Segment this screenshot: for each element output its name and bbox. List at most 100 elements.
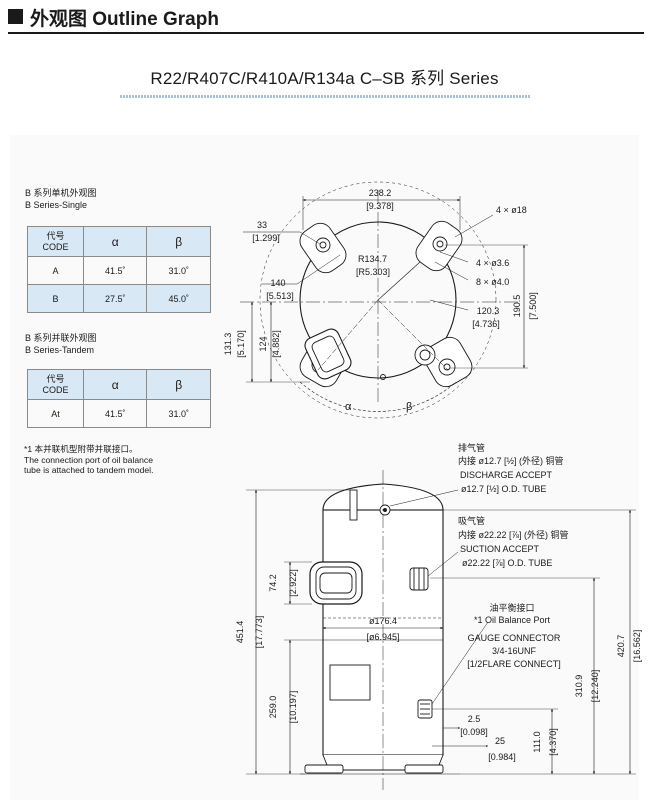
table-row: B 27.5˚ 45.0˚ xyxy=(27,284,211,313)
code-cell: B xyxy=(27,284,84,313)
alpha-cell: 41.5˚ xyxy=(82,399,148,428)
mounting-foot-top-right xyxy=(415,220,463,272)
single-caption-en: B Series-Single xyxy=(25,200,88,210)
base-feet xyxy=(300,764,460,775)
suction-label-cn: 吸气管 xyxy=(458,515,485,526)
tandem-caption-en: B Series-Tandem xyxy=(25,345,95,355)
note-line: The connection port of oil balance xyxy=(24,454,153,465)
dim-diameter-inch: [ø6.945] xyxy=(366,632,399,642)
dim-74: 74.2 xyxy=(268,574,278,592)
beta-cell: 31.0˚ xyxy=(146,256,211,285)
discharge-tube xyxy=(349,489,391,521)
dim-120: 120.3 xyxy=(477,306,500,316)
dim-diameter: ø176.4 xyxy=(369,616,397,626)
note-line: tube is attached to tandem model. xyxy=(24,465,154,475)
dim-420-inch: [16.562] xyxy=(632,630,642,663)
side-view xyxy=(246,470,636,790)
code-cell: At xyxy=(27,399,84,428)
suction-od-label: ø22.22 [⅞] O.D. TUBE xyxy=(462,558,552,568)
table-row: At 41.5˚ 31.0˚ xyxy=(27,399,211,428)
suction-inner-label: 内接 ø22.22 [⅞] (外径) 铜管 xyxy=(458,529,569,540)
dim-holes-3-6: 4 × ø3.6 xyxy=(476,258,509,268)
dim-holes-18: 4 × ø18 xyxy=(496,205,527,215)
dim-124-inch: [4.882] xyxy=(271,330,281,358)
mounting-foot-bottom-right xyxy=(423,336,473,388)
single-caption-cn: B 系列单机外观图 xyxy=(25,188,97,198)
dim-131-inch: [5.170] xyxy=(236,330,246,358)
dim-451: 451.4 xyxy=(235,621,245,644)
shell-top-circle xyxy=(299,221,457,379)
gauge-connector-label: GAUGE CONNECTOR xyxy=(468,633,561,643)
dim-310: 310.9 xyxy=(574,675,584,698)
dim-radius-inch: [R5.303] xyxy=(356,267,390,277)
oil-balance-label-cn: 油平衡接口 xyxy=(489,602,534,613)
dim-33: 33 xyxy=(257,220,267,230)
suction-side-fitting xyxy=(409,567,429,591)
tandem-note: *1 本并联机型附带并联接口。 The connection port of o… xyxy=(24,444,194,476)
dim-420: 420.7 xyxy=(616,635,626,658)
angle-alpha: α xyxy=(345,401,352,413)
mounting-pitch-circle xyxy=(259,181,497,419)
dim-120-inch: [4.736] xyxy=(472,319,500,329)
dim-124: 124 xyxy=(258,336,268,351)
discharge-inner-label: 内接 ø12.7 [½] (外径) 铜管 xyxy=(458,455,564,466)
alpha-header: α xyxy=(82,369,148,400)
table-row: A 41.5˚ 31.0˚ xyxy=(27,256,211,285)
dim-holes-4-0: 8 × ø4.0 xyxy=(476,277,509,287)
gauge-flare-label: [1/2FLARE CONNECT] xyxy=(467,659,561,669)
page-title: 外观图 Outline Graph xyxy=(30,9,219,30)
series-title-underline xyxy=(120,95,530,98)
header-square-icon xyxy=(8,9,23,24)
dim-259: 259.0 xyxy=(268,696,278,719)
dim-140: 140 xyxy=(270,278,285,288)
beta-cell: 45.0˚ xyxy=(146,284,211,313)
tandem-caption-cn: B 系列并联外观图 xyxy=(25,333,97,343)
discharge-label-en: DISCHARGE ACCEPT xyxy=(460,470,553,480)
series-title: R22/R407C/R410A/R134a C–SB 系列 Series xyxy=(150,69,499,88)
dim-111-inch: [4.370] xyxy=(548,728,558,756)
oil-balance-label-en: *1 Oil Balance Port xyxy=(474,615,551,625)
dim-310-inch: [12.240] xyxy=(590,670,600,703)
dim-radius: R134.7 xyxy=(358,254,387,264)
dim-2-5-inch: [0.098] xyxy=(460,727,488,737)
dim-25-inch: [0.984] xyxy=(488,752,516,762)
dim-2-5: 2.5 xyxy=(468,714,481,724)
dim-190: 190.5 xyxy=(512,295,522,318)
top-view xyxy=(240,181,528,419)
dim-259-inch: [10.197] xyxy=(288,691,298,724)
top-view-labels: 238.2 [9.378] 33 [1.299] 4 × ø18 R134.7 … xyxy=(223,188,538,413)
gauge-connector xyxy=(417,699,433,719)
page-header: 外观图 Outline Graph xyxy=(8,2,644,34)
dim-131: 131.3 xyxy=(223,333,233,356)
dim-25: 25 xyxy=(495,736,505,746)
beta-header: β xyxy=(146,369,211,400)
dim-33-inch: [1.299] xyxy=(252,233,280,243)
discharge-fitting-top xyxy=(380,344,436,380)
dim-140-inch: [5.513] xyxy=(266,291,294,301)
discharge-label-cn: 排气管 xyxy=(458,442,485,453)
discharge-od-label: ø12.7 [½] O.D. TUBE xyxy=(461,484,546,494)
beta-cell: 31.0˚ xyxy=(146,399,211,428)
mounting-foot-top-left xyxy=(299,222,347,274)
dim-width: 238.2 xyxy=(369,188,392,198)
dim-111: 111.0 xyxy=(532,731,542,752)
terminal-box xyxy=(329,664,371,701)
dim-451-inch: [17.773] xyxy=(254,616,264,649)
suction-label-en: SUCTION ACCEPT xyxy=(460,544,540,554)
dim-width-inch: [9.378] xyxy=(366,201,394,211)
alpha-header: α xyxy=(82,226,148,257)
alpha-cell: 27.5˚ xyxy=(82,284,148,313)
dim-74-inch: [2.922] xyxy=(288,569,298,597)
note-line: *1 本并联机型附带并联接口。 xyxy=(24,444,138,454)
dim-190-inch: [7.500] xyxy=(528,292,538,320)
side-view-labels: 排气管 内接 ø12.7 [½] (外径) 铜管 DISCHARGE ACCEP… xyxy=(235,442,642,762)
suction-tube xyxy=(309,561,363,605)
angle-beta: β xyxy=(406,401,412,413)
